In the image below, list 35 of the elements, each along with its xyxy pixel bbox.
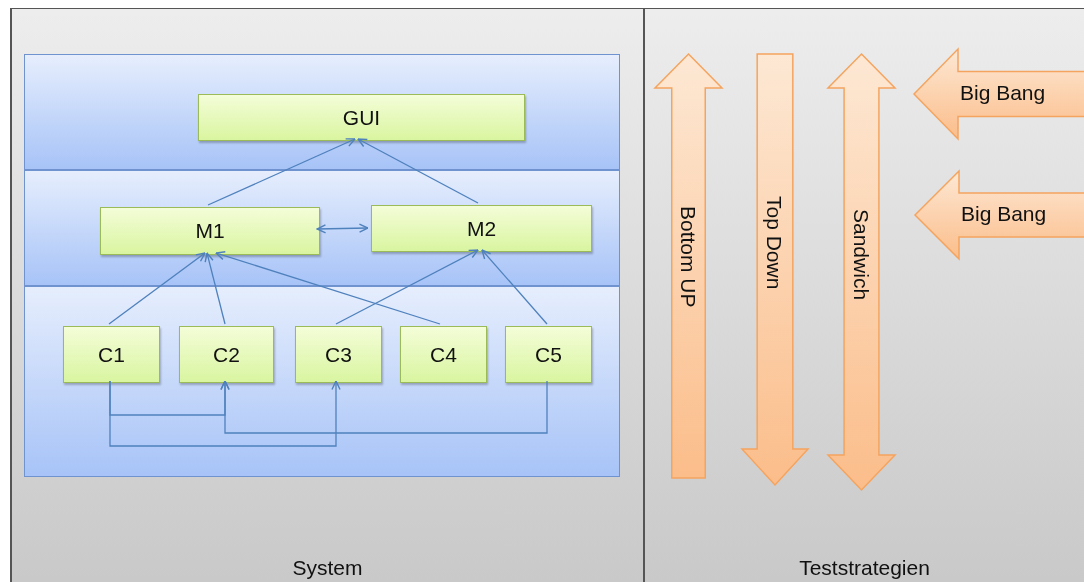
- arrow: [215, 251, 441, 325]
- arrow: [481, 249, 548, 325]
- strategy-shape: [828, 54, 895, 490]
- module-box: C3: [295, 326, 382, 383]
- strategy-shape: [655, 54, 722, 478]
- module-box: GUI: [198, 94, 525, 141]
- module-box: C5: [505, 326, 592, 383]
- strategy-label: Top Down: [762, 196, 786, 290]
- strategy-shape: [915, 171, 1084, 259]
- arrow: [109, 380, 341, 447]
- module-box: C2: [179, 326, 274, 383]
- arrow: [108, 252, 206, 325]
- strategy-label: Sandwich: [848, 209, 873, 301]
- arrow: [207, 138, 356, 206]
- arrow: [316, 223, 369, 234]
- panel: [10, 8, 643, 582]
- strategy-label: Bottom UP: [675, 206, 700, 308]
- module-box: C1: [63, 326, 160, 383]
- arrow: [335, 249, 479, 325]
- layer-band: [24, 54, 620, 170]
- arrow: [220, 380, 548, 434]
- strategy-shape: [742, 54, 808, 485]
- panel: [643, 8, 1084, 582]
- layer-band: [24, 286, 620, 477]
- arrow: [357, 138, 479, 204]
- layer-band: [24, 170, 620, 286]
- arrow: [204, 252, 226, 325]
- module-box: M1: [100, 207, 320, 255]
- strategy-label: Big Bang: [961, 202, 1047, 226]
- strategy-shape: [914, 49, 1084, 139]
- strategy-label: Big Bang: [960, 81, 1046, 105]
- module-box: M2: [371, 205, 592, 252]
- module-box: C4: [400, 326, 487, 383]
- panel-title: Teststrategien: [798, 556, 931, 580]
- panel-title: System: [291, 556, 364, 580]
